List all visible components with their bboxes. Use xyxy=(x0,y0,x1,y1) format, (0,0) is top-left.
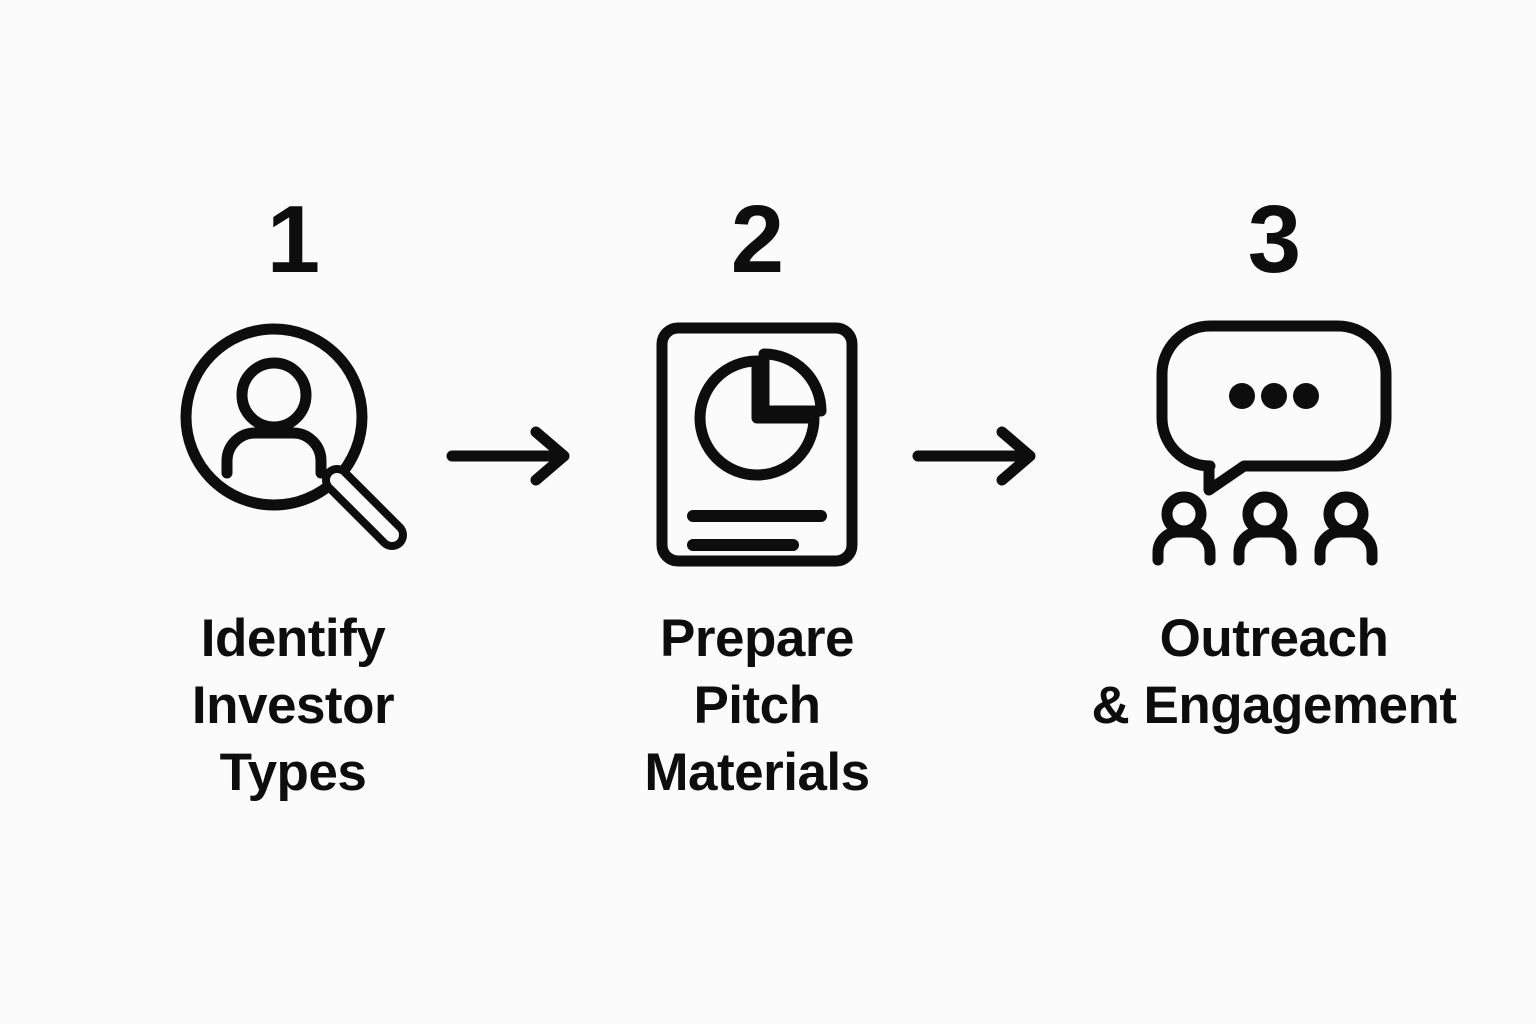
step-label-3: Outreach & Engagement xyxy=(1091,609,1457,735)
step-number-3: 3 xyxy=(1247,186,1301,293)
process-step-3: 3 Outreach & Engagement xyxy=(1064,190,1484,740)
document-pie-chart-icon xyxy=(633,320,881,568)
process-step-2: 2 Prepare Pitch Materials xyxy=(587,190,927,806)
step-label-1: Identify Investor Types xyxy=(191,609,395,802)
arrow-right-icon-1 xyxy=(446,424,576,488)
process-step-1: 1 Identify Investor Types xyxy=(123,190,463,806)
step-number-2: 2 xyxy=(730,186,784,293)
speech-bubble-audience-icon xyxy=(1150,320,1398,568)
step-number-1: 1 xyxy=(266,186,320,293)
arrow-right-icon-2 xyxy=(912,424,1042,488)
step-label-2: Prepare Pitch Materials xyxy=(644,609,870,802)
magnifier-person-icon xyxy=(169,320,417,568)
